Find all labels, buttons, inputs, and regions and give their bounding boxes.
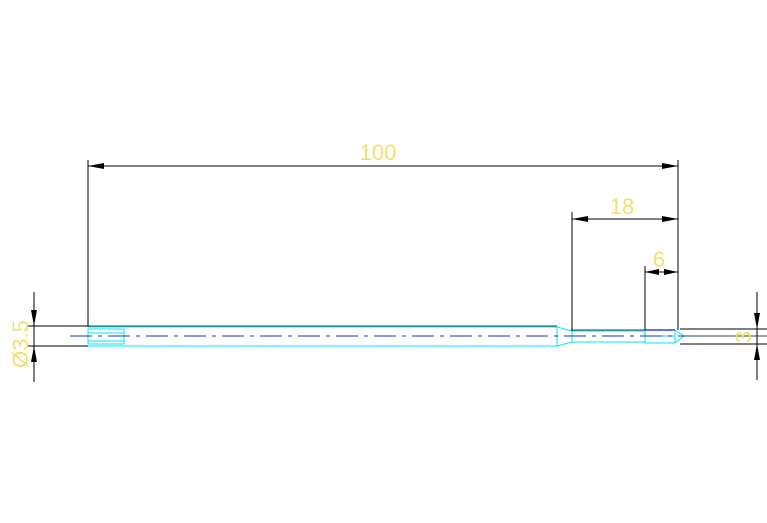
dimension-overall-length: 100: [87, 140, 679, 330]
arrow-end-left-icon: [645, 269, 659, 275]
arrow-end-right-icon: [664, 269, 678, 275]
arrow-reduced-right-icon: [662, 216, 678, 222]
dim-text-main-diameter: Ø3.5: [8, 320, 33, 368]
taper-top: [556, 326, 573, 332]
arrow-reduced-left-icon: [572, 216, 588, 222]
arrow-left-icon: [88, 163, 104, 169]
shaft-part: [38, 325, 767, 347]
arrow-end-dia-top-icon: [754, 313, 760, 329]
dimension-reduced-length: 18: [571, 194, 678, 331]
dimension-end-diameter: 3: [731, 292, 760, 380]
drawing-area: [0, 140, 767, 385]
dimension-main-diameter: Ø3.5: [8, 292, 88, 382]
dim-text-reduced: 18: [610, 194, 634, 219]
dim-text-end-diameter: 3: [731, 331, 756, 343]
arrow-end-dia-bottom-icon: [754, 344, 760, 360]
dimension-end-length: 6: [644, 247, 678, 330]
arrow-right-icon: [662, 163, 678, 169]
arrow-dia-bottom-icon: [31, 346, 37, 362]
arrow-dia-top-icon: [31, 310, 37, 326]
taper-bottom: [556, 341, 573, 347]
dim-text-overall: 100: [360, 140, 397, 165]
dim-text-end: 6: [653, 247, 665, 272]
